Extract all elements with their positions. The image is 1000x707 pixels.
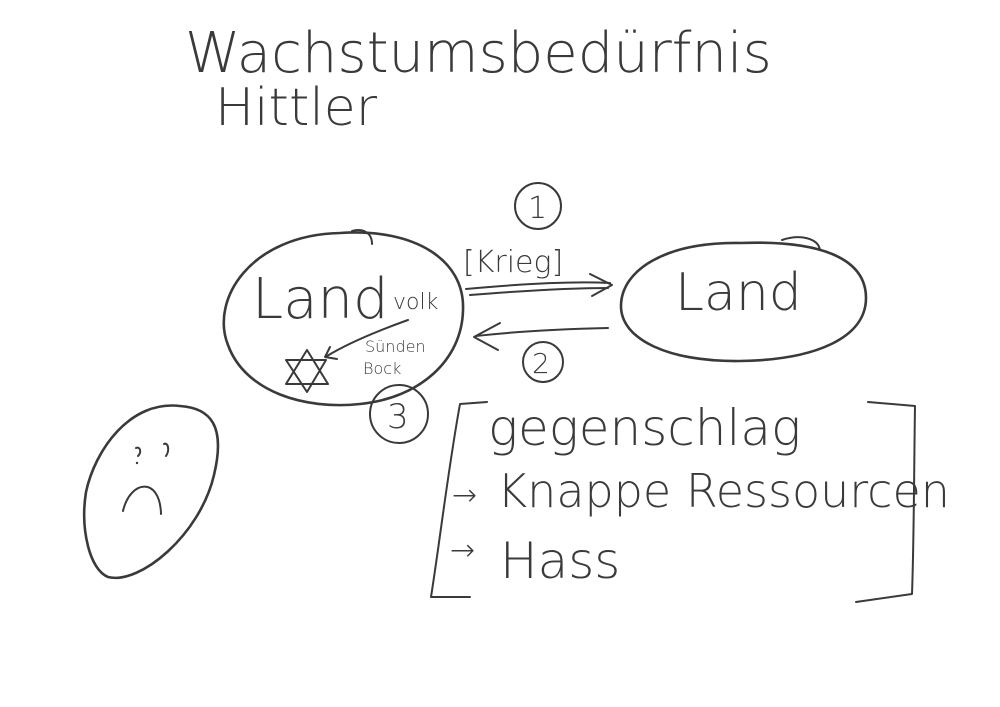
left-land-node: Land volk Sünden Bock	[222, 229, 465, 407]
number-1-label: 1	[528, 191, 547, 226]
face-outline	[82, 404, 220, 580]
number-1-circle	[514, 182, 562, 230]
consequences-box: gegenschlag → Knappe Ressourcen → Hass	[430, 399, 950, 603]
left-land-outline	[222, 231, 465, 407]
krieg-label: [Krieg]	[463, 245, 563, 280]
war-arrow-shaft-1	[465, 281, 611, 290]
war-arrow-shaft-2	[469, 287, 609, 296]
scapegoat-label-line1: Sünden	[365, 337, 426, 356]
war-arrow: 1 [Krieg]	[463, 182, 613, 297]
star-of-david-icon	[285, 349, 329, 393]
return-arrow-head	[473, 322, 501, 351]
gegenschlag-label: gegenschlag	[488, 399, 801, 457]
item-2-text: Hass	[500, 532, 620, 590]
left-land-outline-tail	[351, 229, 373, 245]
item-2-arrow: →	[450, 533, 475, 568]
right-eye	[163, 442, 170, 457]
right-land-node: Land	[619, 236, 868, 363]
right-land-outline	[619, 241, 868, 363]
right-land-label: Land	[675, 263, 802, 323]
number-3-label: 3	[387, 397, 409, 437]
right-land-outline-tail	[781, 236, 821, 251]
item-1-text: Knappe Ressourcen	[497, 464, 950, 518]
left-eye	[135, 446, 142, 457]
item-1-arrow: →	[452, 478, 477, 513]
sad-mouth	[122, 485, 162, 515]
sad-face-icon	[82, 404, 220, 580]
subtitle-text: Hittler	[215, 78, 378, 138]
left-eye-dot	[135, 461, 139, 465]
return-arrow-shaft	[475, 327, 609, 337]
return-arrow: 2	[473, 322, 609, 383]
right-bracket	[855, 401, 916, 603]
number-3-circle	[369, 384, 429, 444]
number-2-label: 2	[532, 347, 550, 380]
left-land-label: Land	[252, 267, 389, 332]
volk-label: volk	[393, 290, 439, 315]
scapegoat-label-line2: Bock	[363, 359, 401, 378]
title-text: Wachstumsbedürfnis	[185, 21, 772, 86]
scapegoat-arrow-head	[324, 346, 338, 360]
left-bracket	[430, 401, 488, 598]
number-2-circle	[522, 341, 564, 383]
war-arrow-head	[589, 273, 613, 297]
number-3-marker: 3	[369, 384, 429, 444]
scapegoat-arrow-shaft	[326, 319, 409, 357]
